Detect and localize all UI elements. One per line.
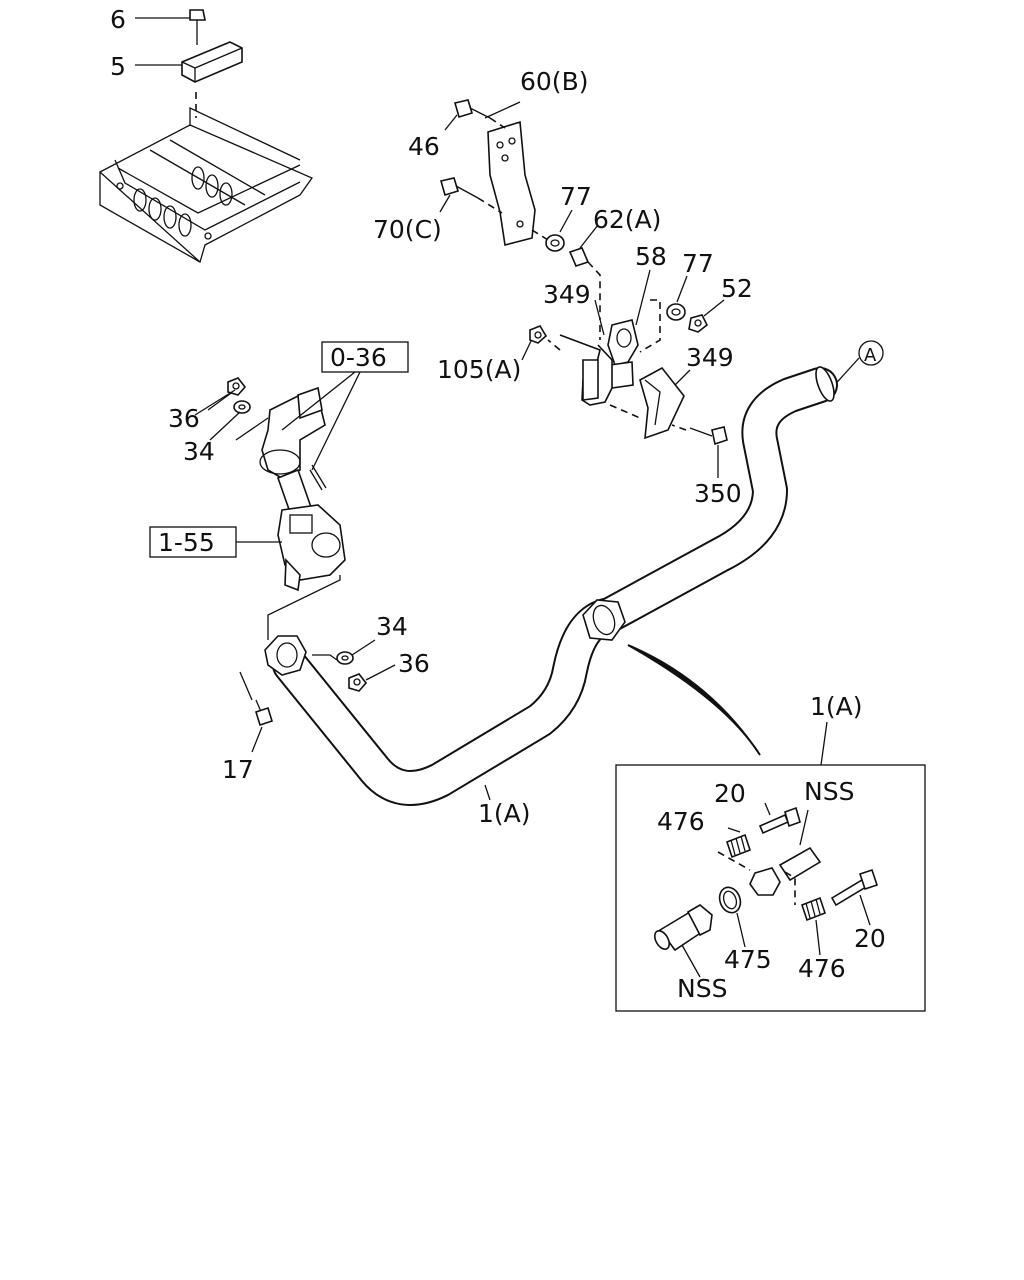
inset-title: 1(A) <box>810 692 863 721</box>
callout-36: 36 <box>168 404 200 433</box>
pipe-inlet-flange <box>264 635 307 676</box>
inset-callout-476-b: 476 <box>798 954 846 983</box>
part-77-bushing-2 <box>666 303 686 321</box>
inset-pipe-left <box>653 904 713 952</box>
reference-box-1-55: 1-55 <box>149 526 282 558</box>
callout-52: 52 <box>721 274 753 303</box>
reference-box-1-55-label: 1-55 <box>158 528 215 557</box>
callout-349-a: 349 <box>543 280 591 309</box>
inset-callout-nss-a: NSS <box>804 777 854 806</box>
inset-callout-475: 475 <box>724 945 772 974</box>
reference-marker-a-label: A <box>864 345 877 366</box>
callout-46: 46 <box>408 132 440 161</box>
callout-70c: 70(C) <box>373 215 442 244</box>
inset-gasket-475 <box>718 886 742 914</box>
part-60b-bracket <box>487 120 536 246</box>
part-349-clamp-left <box>559 334 613 406</box>
callout-105a: 105(A) <box>437 355 521 384</box>
part-6-bolt <box>189 9 206 45</box>
callout-77: 77 <box>560 182 592 211</box>
part-17-bolt <box>255 699 273 727</box>
reference-box-0-36-label: 0-36 <box>330 343 387 372</box>
inset-callout-nss-b: NSS <box>677 974 727 1003</box>
inset-bolt-20-b <box>830 868 879 907</box>
callout-5: 5 <box>110 52 126 81</box>
part-62a-collar <box>568 247 590 267</box>
exhaust-brake-unit <box>277 504 346 592</box>
inset-callout-476-a: 476 <box>657 807 705 836</box>
inset-spring-476-a <box>726 833 751 859</box>
pipe-flange-joint <box>582 599 626 641</box>
part-349-clamp-right <box>639 366 685 440</box>
inset-callout-20-b: 20 <box>854 924 886 953</box>
detail-inset: 1(A) <box>615 692 926 1012</box>
frame-crossmember <box>98 92 313 264</box>
part-36-nut <box>227 377 247 396</box>
callout-34-b: 34 <box>376 612 408 641</box>
part-105a-nut <box>529 325 548 344</box>
part-34-washer-2 <box>336 651 354 665</box>
part-36-nut-2 <box>348 673 368 692</box>
part-34-washer <box>233 400 251 414</box>
callout-58: 58 <box>635 242 667 271</box>
inset-spring-476-b <box>801 896 826 922</box>
part-350-bolt <box>689 426 728 446</box>
reference-box-0-36: 0-36 <box>281 341 409 471</box>
part-77-bushing <box>545 234 565 252</box>
callout-17: 17 <box>222 755 254 784</box>
part-46-bolt <box>453 99 491 119</box>
callout-36-b: 36 <box>398 649 430 678</box>
exhaust-elbow <box>259 386 327 491</box>
part-70c-bolt <box>439 177 479 199</box>
callout-350: 350 <box>694 479 742 508</box>
inset-bolt-20-a <box>758 806 801 835</box>
callout-6: 6 <box>110 5 126 34</box>
part-5-bracket <box>181 41 243 83</box>
callout-62a: 62(A) <box>593 205 661 234</box>
reference-marker-a: A <box>829 340 884 391</box>
callout-1a-pipe: 1(A) <box>478 799 531 828</box>
callout-77-b: 77 <box>682 249 714 278</box>
inset-callout-20-a: 20 <box>714 779 746 808</box>
callout-349-b: 349 <box>686 343 734 372</box>
part-52-nut <box>688 314 709 333</box>
inset-flange-nss <box>749 846 822 896</box>
callout-60b: 60(B) <box>520 67 588 96</box>
callout-34: 34 <box>183 437 215 466</box>
exhaust-pipe <box>264 366 838 806</box>
